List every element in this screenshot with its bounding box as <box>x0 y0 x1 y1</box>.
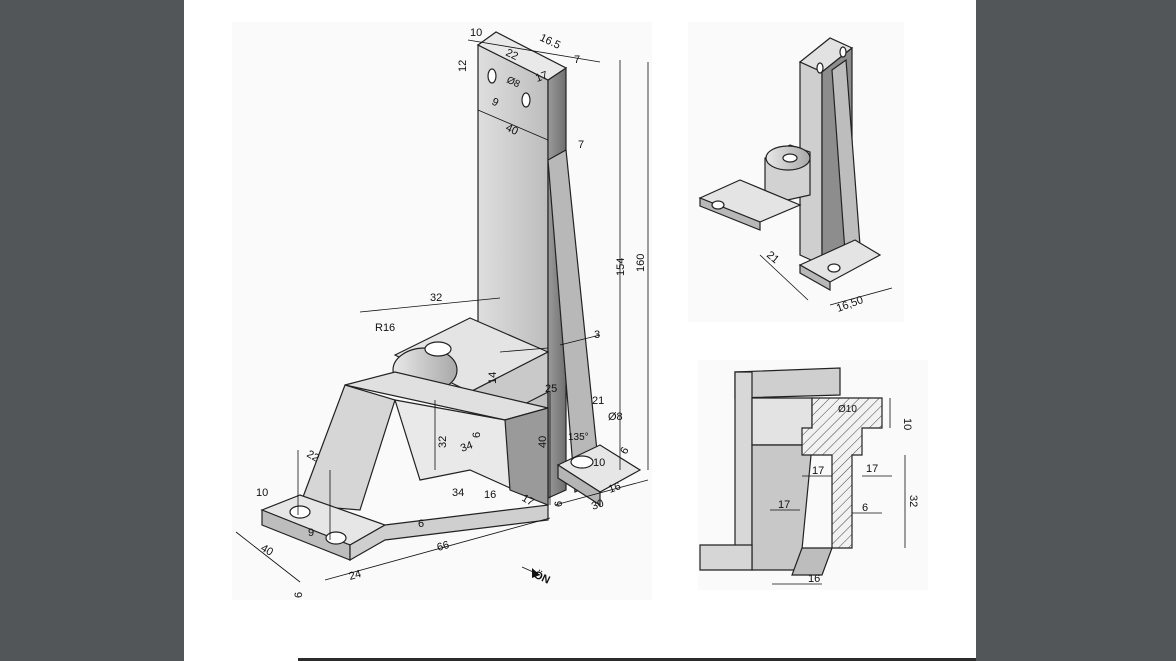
dim-40-mid: 40 <box>537 436 549 448</box>
dim-r16: R16 <box>375 322 395 334</box>
scrollbar[interactable] <box>298 658 976 661</box>
sec-dim-6: 6 <box>862 502 868 514</box>
dim-6-inner: 6 <box>471 432 483 438</box>
sec-dim-17-c: 17 <box>778 499 790 511</box>
dim-7-mid: 7 <box>578 139 584 151</box>
direction-label-on: ÖN <box>532 568 552 587</box>
sec-dim-17-b: 17 <box>866 463 878 475</box>
dim-6-slot: 6 <box>418 518 424 530</box>
sec-dim-phi10: Ø10 <box>838 404 857 415</box>
sec-dim-16: 16 <box>808 573 820 585</box>
dim-30: 30 <box>590 497 606 512</box>
dim-40-top: 40 <box>504 122 520 138</box>
dim-25: 25 <box>545 383 557 395</box>
dim-32-boss: 32 <box>430 292 442 304</box>
dim-10-hole: 10 <box>593 457 605 469</box>
dim-6-right: 6 <box>618 445 631 456</box>
main-isometric-view <box>232 22 652 600</box>
dim-10-top: 10 <box>470 27 482 39</box>
dim-154: 154 <box>615 258 627 276</box>
dim-14: 14 <box>487 372 499 384</box>
sec-dim-32: 32 <box>907 495 919 507</box>
dim-34-bot: 34 <box>452 487 464 499</box>
dim-16-bot: 16 <box>484 489 496 501</box>
dim-32-inner: 32 <box>437 436 449 448</box>
dim-21: 21 <box>592 395 604 407</box>
dim-40-left: 40 <box>259 542 276 559</box>
dim-160: 160 <box>635 254 647 272</box>
dim-phi8: Ø8 <box>608 411 623 423</box>
dim-16-right: 16 <box>607 480 623 495</box>
dim-phi8-top: Ø8 <box>505 75 522 91</box>
dim-24: 24 <box>348 568 363 583</box>
dim-10-left: 10 <box>256 487 268 499</box>
dim-7-top: 7 <box>574 54 580 66</box>
dim-17-top: 17 <box>534 69 550 84</box>
dim-135: 135° <box>568 432 589 443</box>
dim-22: 22 <box>504 47 520 63</box>
dim-12: 12 <box>457 60 469 72</box>
dim-6-base: 6 <box>293 592 305 598</box>
dim-17-bot: 17 <box>520 492 537 509</box>
sec-dim-10: 10 <box>901 418 913 430</box>
secondary-isometric-view <box>688 22 904 322</box>
sec-dim-17-a: 17 <box>812 465 824 477</box>
dim-3: 3 <box>594 329 600 341</box>
dim-34-inner: 34 <box>459 439 475 454</box>
dim-6-vert: 6 <box>553 501 565 507</box>
dim-22-left: 22 <box>305 448 322 465</box>
dim-9-left: 9 <box>308 527 314 539</box>
dim-66: 66 <box>436 539 451 554</box>
section-view <box>698 360 928 590</box>
dim-9-top: 9 <box>490 96 501 109</box>
